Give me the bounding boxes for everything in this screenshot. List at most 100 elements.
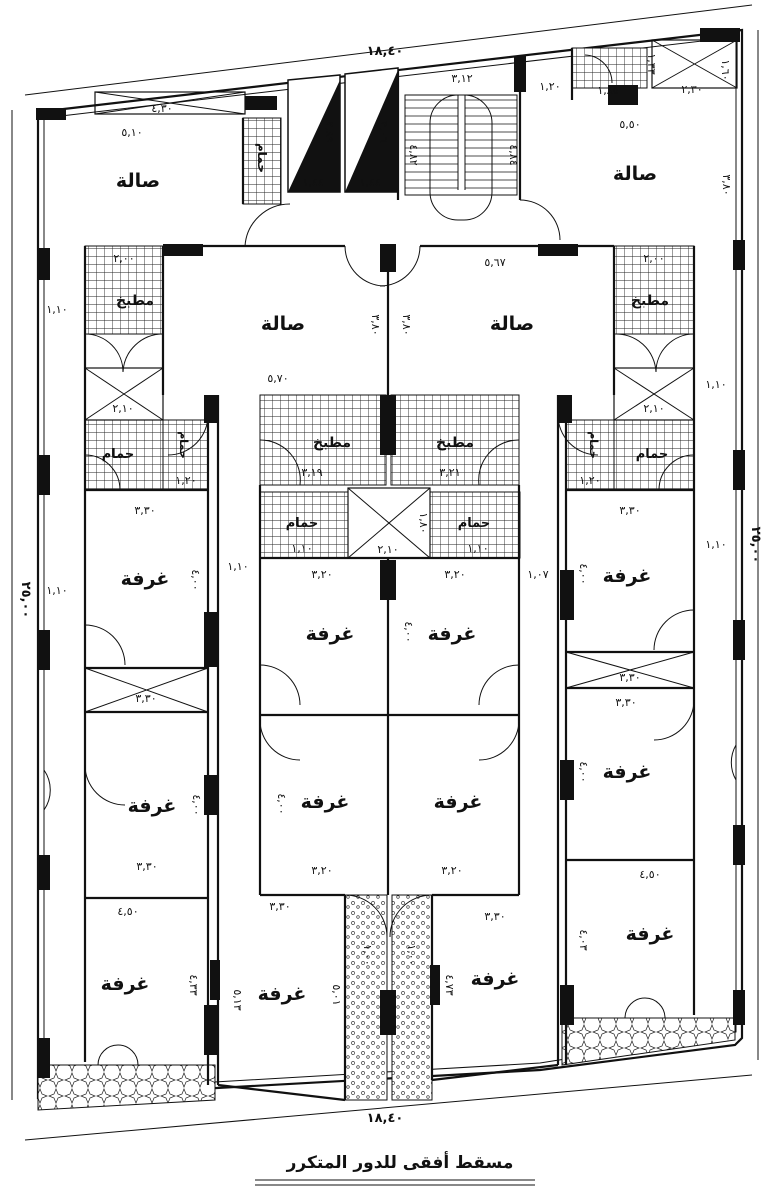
label-room-cl1: غرفة — [306, 623, 355, 645]
dim-100-b: ١,٠٠ — [405, 944, 418, 965]
dim-513: ٥,١٣ — [231, 989, 244, 1010]
dim-133: ١,٣٣ — [645, 53, 658, 74]
dim-330-cr3: ٣,٣٠ — [484, 910, 505, 923]
dim-110-rr: ١,١٠ — [705, 538, 726, 551]
title-underline — [255, 1179, 535, 1186]
label-kitchen-left: مطبخ — [116, 293, 154, 309]
dim-144a: ١,٤٤ — [302, 176, 323, 189]
right-length-dim: ٢٥,٠٠ — [748, 527, 763, 564]
label-bath-right: حمام — [636, 447, 669, 462]
dim-330-l3: ٣,٣٠ — [136, 860, 157, 873]
dim-230: ٢,٣٠ — [681, 83, 702, 96]
dim-482: ٤,٨٢ — [407, 144, 420, 165]
elevators — [287, 67, 399, 193]
tiled-areas — [37, 47, 736, 1111]
bottom-width-dim: ١٨,٤٠ — [367, 1111, 404, 1126]
label-hall-top-left: صالة — [116, 170, 160, 192]
label-kitchen-center-left: مطبخ — [313, 435, 351, 451]
outer-dimension-lines — [11, 4, 759, 1141]
label-room-r1: غرفة — [603, 565, 652, 587]
label-room-l2: غرفة — [128, 795, 177, 817]
label-room-cr3: غرفة — [471, 968, 520, 990]
dim-330-r1: ٣,٣٠ — [619, 504, 640, 517]
dim-380-cr: ٣,٨٠ — [400, 314, 413, 335]
label-room-l1: غرفة — [121, 568, 170, 590]
dim-110-l: ١,١٠ — [46, 303, 67, 316]
dim-400-f: ٤,٠٠ — [577, 761, 590, 782]
label-hall-center-left: صالة — [261, 313, 305, 335]
label-bath-left: حمام — [102, 447, 135, 462]
label-room-r2: غرفة — [603, 761, 652, 783]
label-room-r3: غرفة — [626, 923, 675, 945]
dim-320-cl1: ٣,٢٠ — [311, 568, 332, 581]
label-bath-top-small: حمام — [254, 143, 269, 173]
dim-330-shr: ٣,٣٠ — [619, 671, 640, 684]
shafts — [84, 39, 738, 713]
dim-320-cr2: ٣,٢٠ — [441, 864, 462, 877]
label-room-cl2: غرفة — [301, 791, 350, 813]
dim-185: ١,٨٥ — [597, 84, 618, 97]
label-bath-left-small: حمام — [177, 431, 190, 459]
dim-110-r: ١,١٠ — [705, 378, 726, 391]
label-kitchen-center-right: مطبخ — [436, 435, 474, 451]
dim-400-e: ٤,٠٠ — [275, 793, 288, 814]
dim-450-l: ٤,٥٠ — [117, 905, 138, 918]
label-bath-center-right: حمام — [458, 516, 491, 531]
label-room-l3: غرفة — [101, 973, 150, 995]
dim-306: ٣,٠٦ — [377, 121, 390, 142]
label-bath-center-left: حمام — [286, 516, 319, 531]
dim-400-d: ٤,٠٠ — [577, 563, 590, 584]
dim-330-l1: ٣,٣٠ — [134, 504, 155, 517]
dim-400-b: ٤,٠٠ — [190, 794, 203, 815]
dim-320-cr1: ٣,٢٠ — [444, 568, 465, 581]
dim-450-r: ٤,٥٠ — [639, 868, 660, 881]
dim-380-cl: ٣,٨٠ — [369, 314, 382, 335]
dim-120-br: ١,٢٠ — [579, 474, 600, 487]
dim-330-cl3: ٣,٣٠ — [269, 900, 290, 913]
dim-550: ٥,٥٠ — [619, 118, 640, 131]
dim-100-a: ١,٠٠ — [361, 944, 374, 965]
staircase — [404, 94, 518, 221]
dim-330-shl: ٣,٣٠ — [135, 692, 156, 705]
plan-title: مسقط أفقى للدور المتكرر — [286, 1151, 514, 1173]
dim-200-kr: ٢,٠٠ — [643, 252, 664, 265]
dim-210-sr: ٢,١٠ — [643, 402, 664, 415]
room-labels: صالة صالة صالة صالة مطبخ مطبخ مطبخ مطبخ … — [101, 143, 675, 1005]
dim-120: ١,٢٠ — [539, 80, 560, 93]
label-room-cl3: غرفة — [258, 983, 307, 1005]
dim-403: ٤,٠٣ — [577, 929, 590, 950]
door-swings — [43, 54, 737, 1066]
dim-312: ٣,١٢ — [451, 72, 472, 85]
dim-400-c: ٤,٠٠ — [402, 621, 415, 642]
dim-320-cl2: ٣,٢٠ — [311, 864, 332, 877]
dim-210-shaft: ٢,١٠ — [377, 543, 398, 556]
dim-144b: ١,٤٤ — [359, 176, 380, 189]
dim-510: ٥,١٠ — [121, 126, 142, 139]
dim-430: ٤,٣٠ — [151, 102, 172, 115]
label-hall-center-right: صالة — [490, 313, 534, 335]
dim-567: ٥,٦٧ — [484, 256, 505, 269]
dim-400-a: ٤,٠٠ — [189, 569, 202, 590]
label-room-cr1: غرفة — [428, 623, 477, 645]
dim-110-cr: ١,١٠ — [467, 542, 488, 555]
dim-330-r2: ٣,٣٠ — [615, 696, 636, 709]
dimension-labels: ٤,٣٠ ٥,١٠ ٣,١٢ ١,٢٠ ٥,٥٠ ٢,٣٠ ١,٣٣ ١,٦٠ … — [46, 53, 733, 1010]
dim-289: ٢,٨٩ — [323, 121, 336, 142]
dim-110-ll: ١,١٠ — [46, 584, 67, 597]
dim-501: ٥,٠١ — [330, 984, 343, 1005]
dim-200-kl: ٢,٠٠ — [113, 252, 134, 265]
dim-180-c: ١,٨٠ — [417, 512, 430, 533]
label-hall-top-right: صالة — [613, 163, 657, 185]
dim-570: ٥,٧٠ — [267, 372, 288, 385]
left-length-dim: ٢٥,٠٠ — [18, 582, 33, 619]
dim-380-tr: ٣,٨٠ — [720, 174, 733, 195]
dim-321: ٣,٢١ — [439, 466, 460, 479]
dim-484: ٤,٨٤ — [507, 144, 520, 165]
columns — [36, 28, 745, 1078]
dim-319: ٣,١٩ — [301, 466, 322, 479]
dim-473: ٤,٧٣ — [443, 974, 456, 995]
dim-210-sl: ٢,١٠ — [112, 402, 133, 415]
dim-120-bl: ١,٢٠ — [175, 474, 196, 487]
top-width-dim: ١٨,٤٠ — [367, 44, 404, 59]
